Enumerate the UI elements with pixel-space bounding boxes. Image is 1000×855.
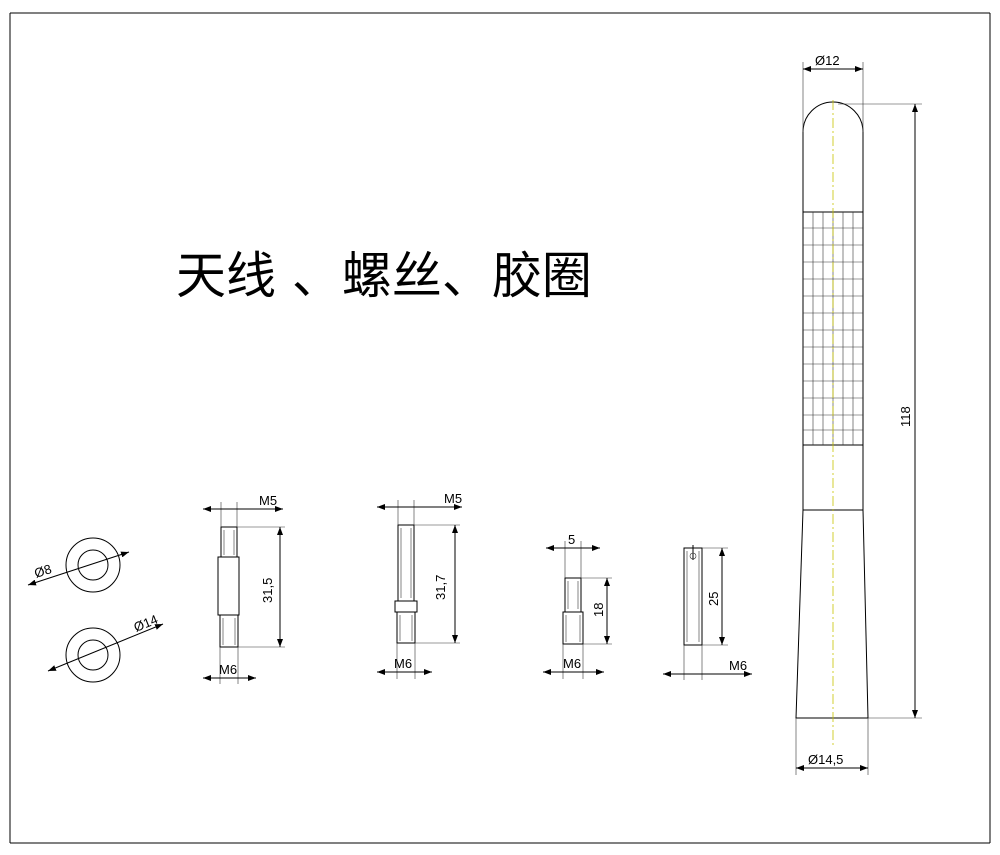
screw-4: 25 M6 [663,545,752,680]
washer-inner-diameter-label: Ø8 [32,561,53,581]
screw-4-bottom-thread-label: M6 [729,658,747,673]
antenna: Ø12 118 Ø14,5 [795,53,922,775]
screw-3: 5 18 M6 [543,532,612,679]
drawing-frame [9,12,991,844]
drawing-title: 天线 、螺丝、胶圈 [176,247,592,305]
screw-1-bottom-thread-label: M6 [219,662,237,677]
screw-2: M5 31,7 M6 [377,491,462,679]
antenna-top-diameter-label: Ø12 [815,53,840,68]
screw-4-length-label: 25 [706,592,721,606]
screw-3-bottom-thread-label: M6 [563,656,581,671]
screw-1: M5 31,5 M6 [203,493,285,684]
screw-3-length-label: 18 [591,603,606,617]
screw-2-length-label: 31,7 [433,575,448,600]
antenna-bottom-diameter-label: Ø14,5 [808,752,843,767]
screw-1-top-thread-label: M5 [259,493,277,508]
screw-2-top-thread-label: M5 [444,491,462,506]
antenna-length-label: 118 [898,406,913,427]
washer-top: Ø8 [27,537,130,593]
screw-3-top-width-label: 5 [568,532,575,547]
screw-1-length-label: 31,5 [260,578,275,603]
washer-bottom: Ø14 [47,612,164,683]
screw-2-bottom-thread-label: M6 [394,656,412,671]
